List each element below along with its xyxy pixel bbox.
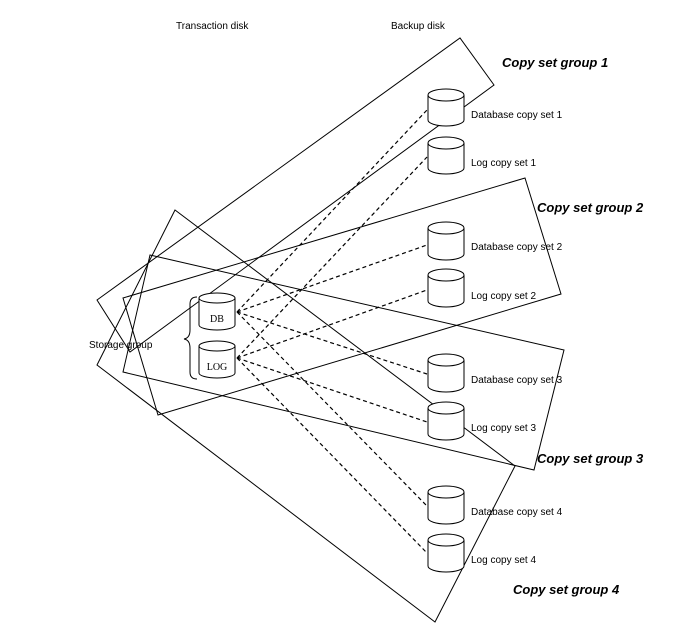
copy-set-group-3-frame	[122, 254, 565, 471]
replication-links	[236, 109, 428, 554]
database-copy-set-4-label: Database copy set 4	[471, 507, 563, 518]
copy-set-group-1-frame	[96, 37, 495, 353]
log-copy-set-3-label: Log copy set 3	[471, 423, 536, 434]
link-db-to-database-copy-set-2	[236, 244, 428, 313]
log-disk-label: LOG	[207, 362, 228, 373]
copy-set-group-4-label: Copy set group 4	[513, 582, 620, 597]
backup-disk-header: Backup disk	[391, 21, 446, 32]
database-copy-set-2-label: Database copy set 2	[471, 242, 563, 253]
storage-group-label: Storage group	[89, 340, 153, 351]
database-copy-set-3-label: Database copy set 3	[471, 375, 563, 386]
backup-disk-database-copy-set-2: Database copy set 2	[427, 221, 563, 261]
backup-disk-log-copy-set-1: Log copy set 1	[427, 136, 536, 175]
link-log-to-log-copy-set-3	[236, 357, 428, 423]
transaction-disk-header: Transaction disk	[176, 21, 249, 32]
copy-set-group-4-frame	[96, 209, 516, 623]
link-db-to-database-copy-set-3	[236, 311, 428, 375]
backup-disk-log-copy-set-3: Log copy set 3	[427, 401, 536, 441]
copy-set-group-1-label: Copy set group 1	[502, 55, 608, 70]
backup-disk-log-copy-set-4: Log copy set 4	[427, 533, 536, 573]
db-disk-label: DB	[210, 314, 224, 325]
log-copy-set-2-label: Log copy set 2	[471, 291, 536, 302]
log-copy-set-4-label: Log copy set 4	[471, 555, 536, 566]
db-disk: DB	[198, 292, 236, 331]
backup-disk-log-copy-set-2: Log copy set 2	[427, 268, 536, 308]
log-disk: LOG	[198, 340, 236, 379]
database-copy-set-1-label: Database copy set 1	[471, 110, 563, 121]
link-log-to-log-copy-set-2	[236, 289, 428, 359]
storage-group-brace	[183, 296, 198, 380]
link-db-to-database-copy-set-4	[236, 311, 428, 507]
copy-set-group-2-frame	[122, 177, 562, 416]
backup-disk-database-copy-set-4: Database copy set 4	[427, 485, 563, 525]
backup-disk-database-copy-set-3: Database copy set 3	[427, 353, 563, 393]
copy-set-group-3-label: Copy set group 3	[537, 451, 644, 466]
link-log-to-log-copy-set-4	[236, 357, 428, 554]
link-db-to-database-copy-set-1	[236, 109, 428, 313]
log-copy-set-1-label: Log copy set 1	[471, 158, 536, 169]
backup-disk-database-copy-set-1: Database copy set 1	[427, 88, 563, 127]
copy-set-group-2-label: Copy set group 2	[537, 200, 644, 215]
